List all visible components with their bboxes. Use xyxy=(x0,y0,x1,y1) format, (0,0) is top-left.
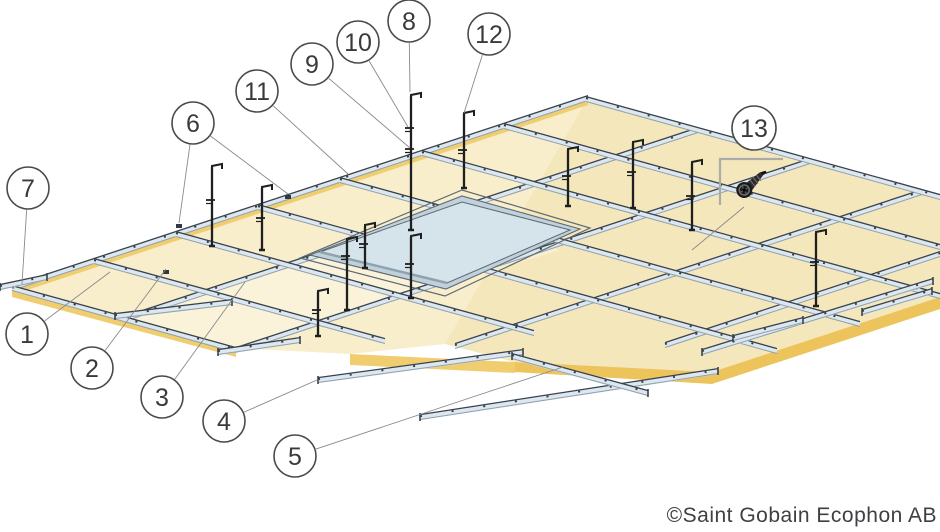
adjustable-hanger xyxy=(359,221,376,270)
callout-4: 4 xyxy=(202,379,318,443)
callout-number: 6 xyxy=(186,110,200,138)
leader-line xyxy=(210,135,289,195)
callout-13: 13 xyxy=(731,105,777,151)
callout-circle xyxy=(290,42,334,86)
callout-8: 8 xyxy=(387,0,431,93)
leader-line xyxy=(315,366,564,450)
grid-profile xyxy=(11,94,589,291)
leader-line xyxy=(178,144,191,224)
grid-profile xyxy=(175,230,535,336)
callout-circle xyxy=(387,0,431,43)
hanger-hook xyxy=(410,232,422,242)
connector-clip xyxy=(285,195,291,199)
callout-circle xyxy=(202,399,246,443)
adjustable-hanger xyxy=(312,287,329,338)
hanger-hook xyxy=(211,162,223,172)
callout-number: 12 xyxy=(475,21,503,49)
callout-circle xyxy=(467,12,511,56)
recess-frame-outer xyxy=(298,189,592,297)
adjustable-hanger xyxy=(627,138,644,210)
adjustable-hanger xyxy=(206,162,223,248)
loose-profile xyxy=(217,336,301,356)
loose-profile xyxy=(511,352,649,397)
callout-2: 2 xyxy=(70,268,167,390)
callout-number: 2 xyxy=(85,355,99,383)
callout-number: 3 xyxy=(155,384,169,412)
callout-circle xyxy=(336,20,380,64)
callout-circle xyxy=(140,375,184,419)
leader-line xyxy=(243,379,318,413)
adjustable-hanger xyxy=(458,109,475,190)
connector-clip xyxy=(163,270,169,274)
leader-line xyxy=(272,105,349,175)
adjustable-hanger xyxy=(810,228,827,308)
callout-circle xyxy=(70,346,114,390)
adjustable-hanger xyxy=(405,232,422,300)
callout-circle xyxy=(273,434,317,478)
bracket-line xyxy=(718,157,783,205)
callout-11: 11 xyxy=(235,69,349,175)
callout-circle xyxy=(731,105,777,151)
recessed-panel xyxy=(298,189,592,297)
hanger-hook xyxy=(261,183,273,193)
callout-circle xyxy=(171,101,215,145)
leader-line xyxy=(44,271,111,322)
adjustable-hanger xyxy=(686,158,703,232)
adjustable-hanger xyxy=(341,235,358,312)
hanger-hook xyxy=(815,228,827,238)
loose-profile xyxy=(419,367,719,421)
hanger-hook xyxy=(364,221,376,231)
callout-number: 9 xyxy=(305,51,319,79)
hanger-hook xyxy=(632,138,644,148)
loose-profile xyxy=(317,348,524,384)
callout-number: 10 xyxy=(344,29,372,57)
adjustable-hanger xyxy=(405,91,422,232)
loose-profile xyxy=(861,287,933,316)
grid-profile xyxy=(257,203,778,354)
leader-line xyxy=(104,268,167,351)
leader-line xyxy=(408,42,411,93)
callout-number: 13 xyxy=(740,115,768,143)
copyright-notice: ©Saint Gobain Ecophon AB xyxy=(666,504,937,527)
leader-line xyxy=(328,77,411,149)
leader-line xyxy=(21,209,28,285)
callout-number: 5 xyxy=(288,443,302,471)
detail-callout-13 xyxy=(691,157,783,251)
callout-10: 10 xyxy=(336,20,409,128)
callout-9: 9 xyxy=(290,42,411,149)
callout-circle xyxy=(235,69,279,113)
grid-profile xyxy=(93,257,386,344)
loose-profile xyxy=(0,273,48,291)
callout-3: 3 xyxy=(140,281,246,419)
leader-line xyxy=(368,60,409,128)
callout-number: 4 xyxy=(217,408,231,436)
hanger-hook xyxy=(410,91,422,101)
hanger-hook xyxy=(463,109,475,119)
loose-profile xyxy=(732,316,804,342)
callout-6: 6 xyxy=(171,101,289,224)
hanger-hook xyxy=(691,158,703,168)
connector-clip xyxy=(176,224,182,228)
callout-number: 1 xyxy=(20,321,34,349)
grid-profile xyxy=(421,149,940,299)
hanger-hook xyxy=(346,235,358,245)
adjustable-hanger xyxy=(256,183,273,252)
leader-line xyxy=(463,54,483,114)
callout-circle xyxy=(5,312,49,356)
leader-line xyxy=(174,281,246,380)
callout-number: 8 xyxy=(402,8,416,36)
adjustable-hanger xyxy=(562,145,579,208)
callout-1: 1 xyxy=(5,271,111,356)
callout-number: 7 xyxy=(21,175,35,203)
hanger-hook xyxy=(317,287,329,297)
callout-7: 7 xyxy=(6,166,50,285)
callout-12: 12 xyxy=(463,12,511,114)
callout-circle xyxy=(6,166,50,210)
fastener-screw-icon xyxy=(736,170,767,198)
callout-number: 11 xyxy=(244,78,270,106)
callout-5: 5 xyxy=(273,366,564,478)
hanger-hook xyxy=(567,145,579,155)
